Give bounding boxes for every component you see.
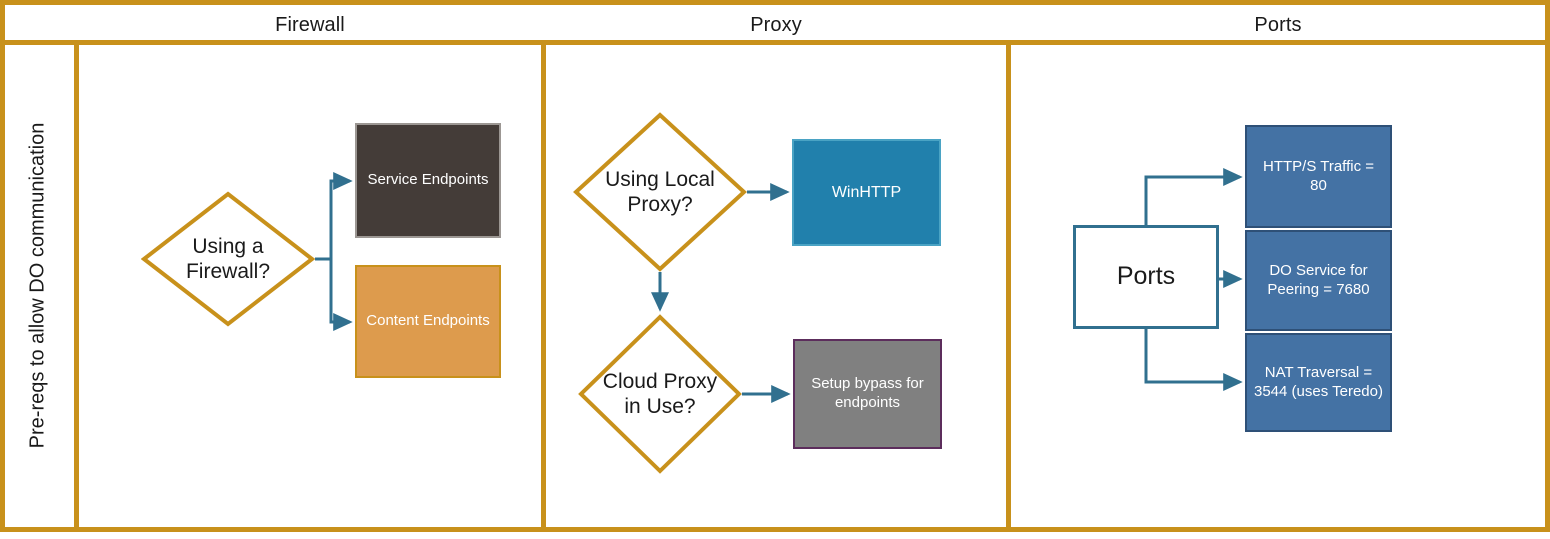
decision-cloud-proxy-in-use[interactable]: Cloud Proxy in Use? [578,314,742,474]
column-header-ports-label: Ports [1254,13,1302,36]
divider-sidelabel [74,40,79,532]
column-header-proxy: Proxy [546,6,1006,44]
decision-using-a-firewall[interactable]: Using a Firewall? [141,191,315,327]
side-label: Pre-reqs to allow DO communication [0,44,76,527]
column-header-firewall-label: Firewall [275,13,345,36]
box-ports-source-label: Ports [1116,262,1176,291]
connector-firewall-to-content-endpoints [315,257,353,331]
box-winhttp-label: WinHTTP [831,183,902,201]
box-do-service-peering[interactable]: DO Service for Peering = 7680 [1245,230,1392,331]
box-do-service-peering-label: DO Service for Peering = 7680 [1267,261,1370,298]
connector-ports-to-nat-traversal [1144,329,1243,391]
side-label-text: Pre-reqs to allow DO communication [26,122,49,449]
box-setup-bypass-for-endpoints[interactable]: Setup bypass for endpoints [793,339,942,449]
divider-proxy-ports [1006,40,1011,532]
decision-using-local-proxy[interactable]: Using Local Proxy? [573,112,747,272]
divider-firewall-proxy [541,40,546,532]
column-header-ports: Ports [1011,6,1545,44]
column-header-proxy-label: Proxy [750,13,802,36]
box-service-endpoints[interactable]: Service Endpoints [355,123,501,238]
frame-bottom-line [0,527,1550,532]
box-content-endpoints[interactable]: Content Endpoints [355,265,501,378]
box-winhttp[interactable]: WinHTTP [792,139,941,246]
connector-firewall-to-service-endpoints [315,172,353,261]
box-ports-source[interactable]: Ports [1073,225,1219,329]
frame-header-rule [0,40,1550,45]
diamond-shape-icon [141,191,315,327]
frame-left-edge [0,0,5,532]
box-nat-traversal[interactable]: NAT Traversal = 3544 (uses Teredo) [1245,333,1392,432]
box-http-s-traffic-label: HTTP/S Traffic = 80 [1263,157,1374,194]
box-setup-bypass-label: Setup bypass for endpoints [811,375,924,411]
diamond-shape-icon [573,112,747,272]
box-nat-traversal-label: NAT Traversal = 3544 (uses Teredo) [1254,363,1383,400]
box-content-endpoints-label: Content Endpoints [366,312,490,330]
connector-ports-to-http-s-traffic [1144,168,1243,225]
box-service-endpoints-label: Service Endpoints [367,171,489,189]
frame-right-edge [1545,0,1550,532]
box-http-s-traffic[interactable]: HTTP/S Traffic = 80 [1245,125,1392,228]
frame-top-line [0,0,1550,5]
column-header-firewall: Firewall [79,6,541,44]
diamond-shape-icon [578,314,742,474]
